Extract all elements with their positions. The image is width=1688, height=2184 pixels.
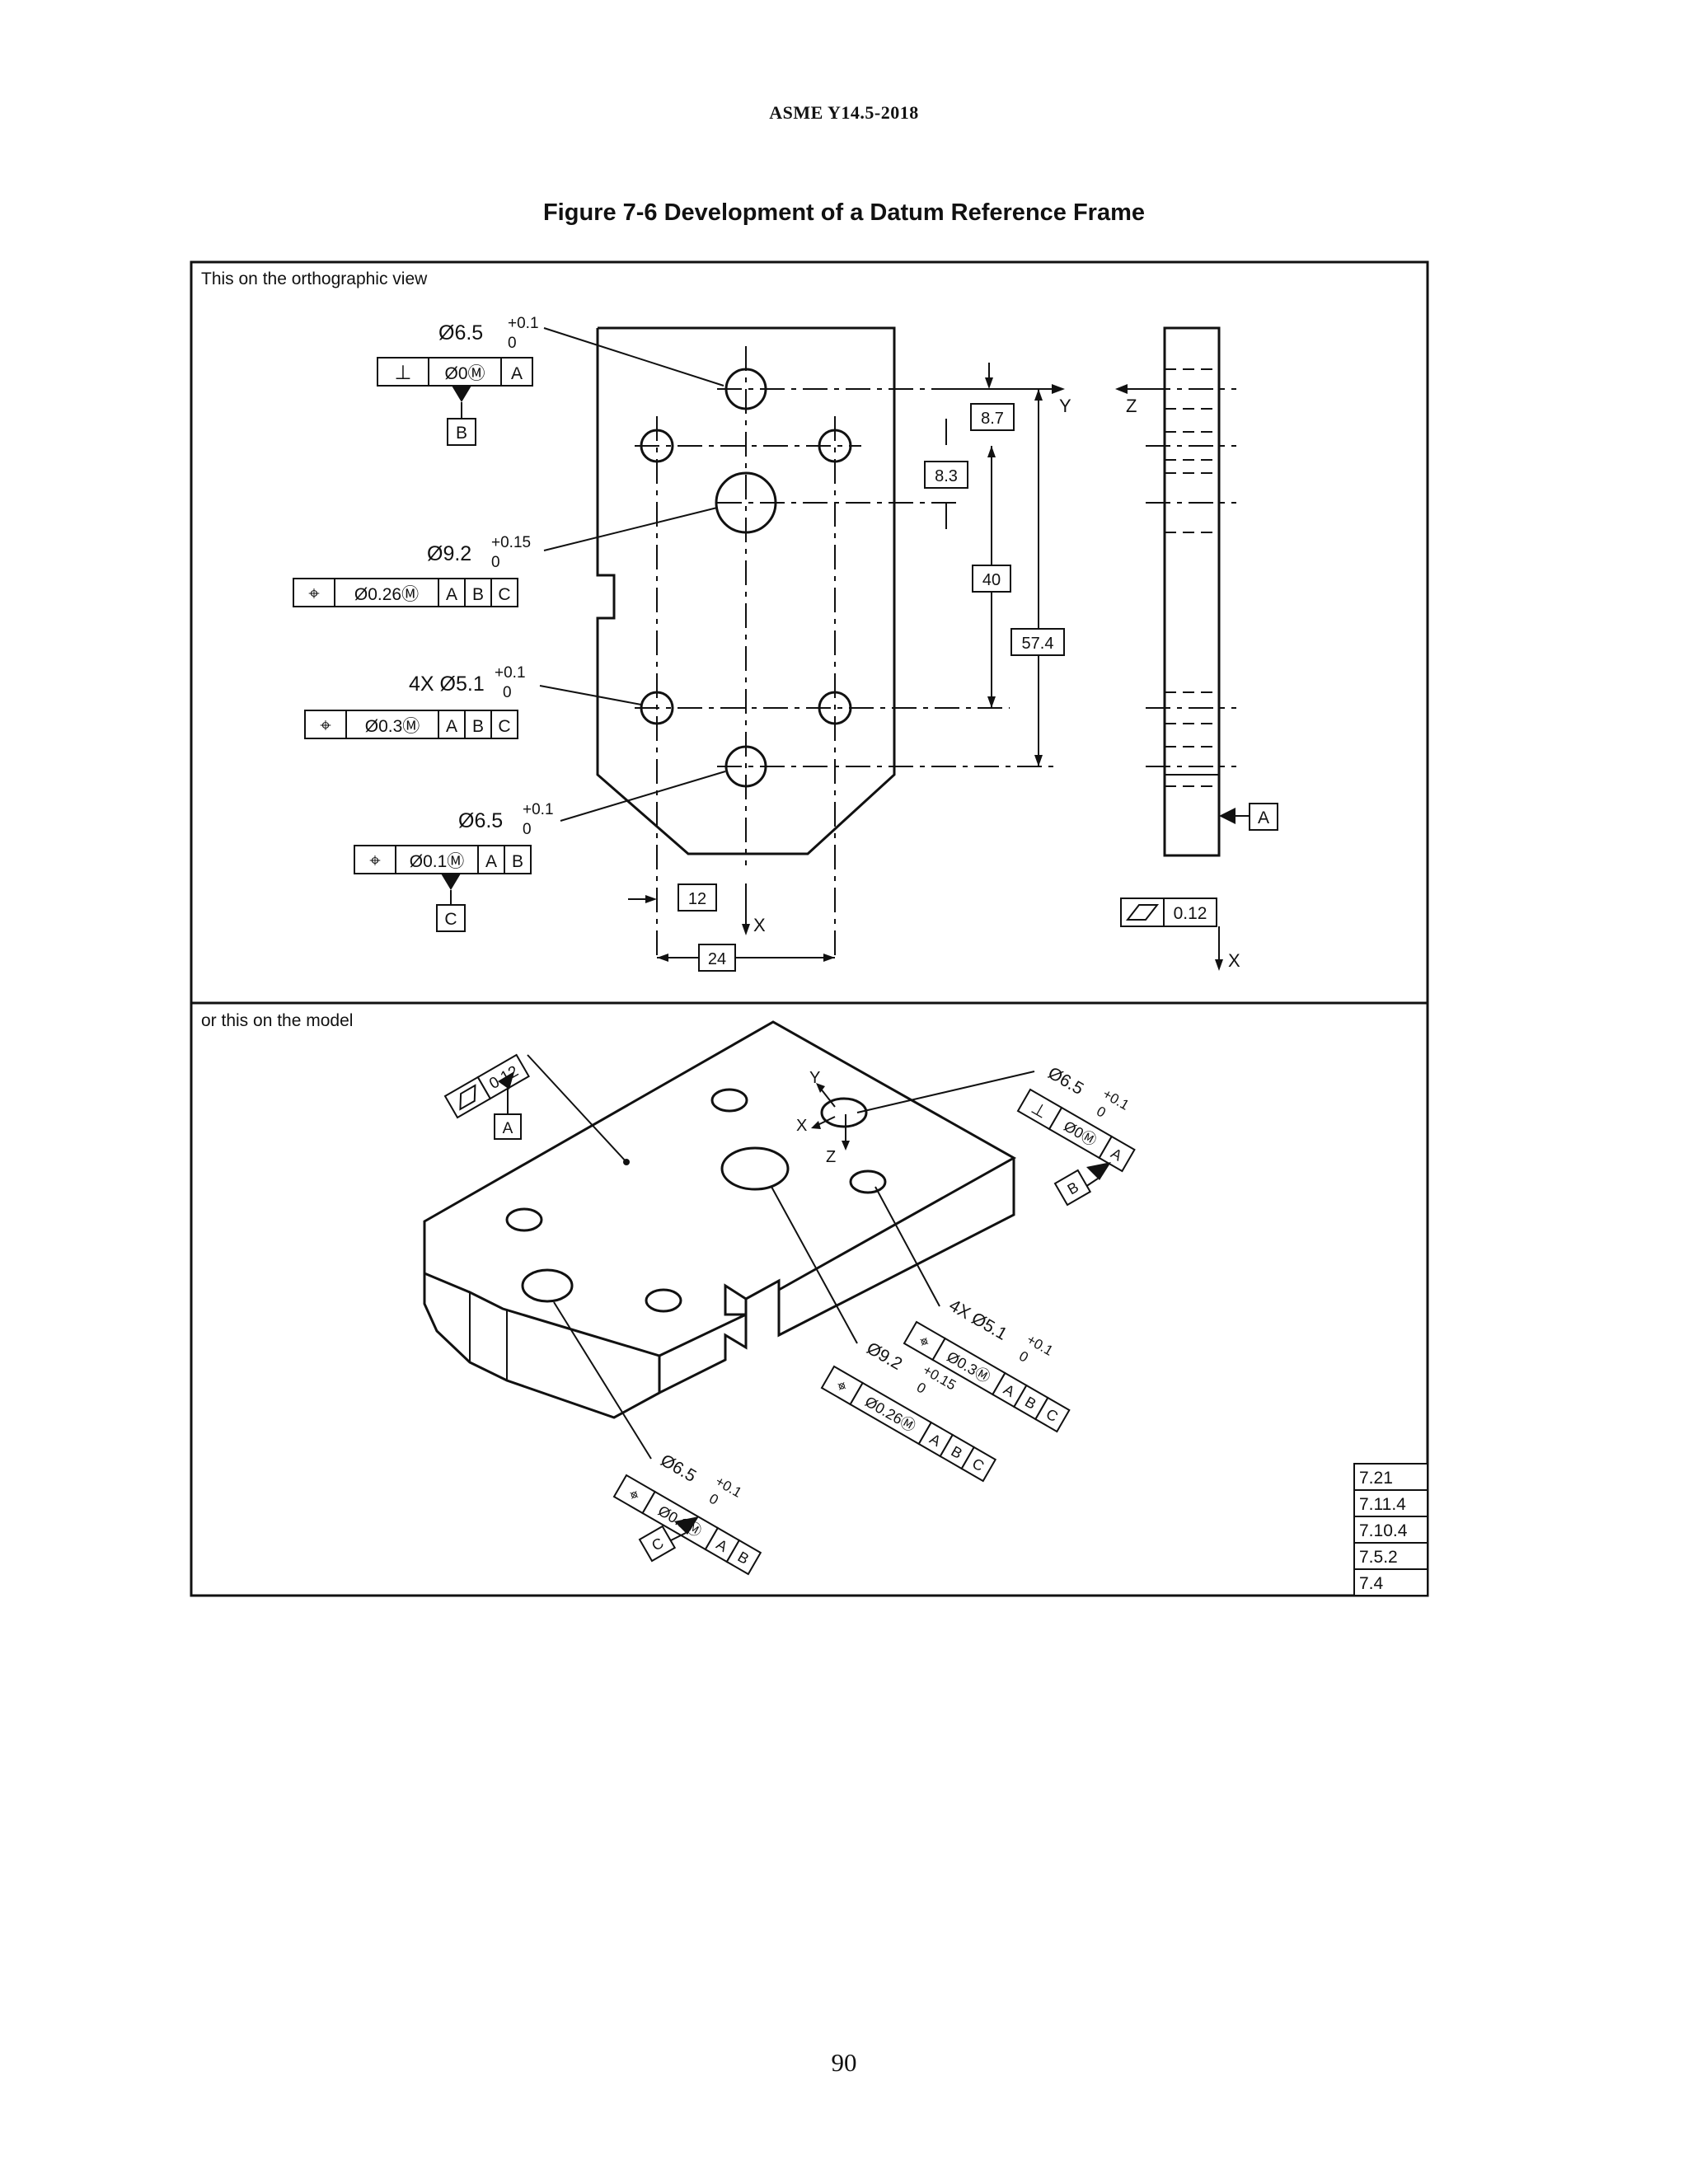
fcf-top-hole: ⊥ Ø0Ⓜ A: [377, 357, 533, 387]
ortho-mid-hole-size: Ø9.2: [427, 542, 471, 565]
reference-item: 7.5.2: [1359, 1548, 1398, 1567]
ortho-mid-hole-tol-upper: +0.15: [491, 534, 531, 551]
model-bottom-hole-tol-lower: 0: [706, 1491, 721, 1508]
ortho-top-hole-tol-upper: +0.1: [508, 315, 539, 332]
dim-8-3: 8.3: [935, 467, 958, 485]
fcf-mid-hole: ⌖ Ø0.26Ⓜ A B C: [293, 578, 518, 607]
ortho-datum-b: B: [456, 424, 467, 443]
dim-57-4: 57.4: [1022, 635, 1054, 653]
ortho-datum-c: C: [444, 910, 457, 929]
ortho-four-holes-size: 4X Ø5.1: [409, 673, 485, 696]
ortho-bottom-hole-tol-lower: 0: [523, 821, 532, 838]
model-fcf-mid-hole: ⌖ Ø0.26Ⓜ A B C: [820, 1365, 997, 1483]
fcf-mid-hole-datum-c: C: [498, 585, 510, 604]
ortho-holes: [640, 368, 852, 788]
fcf-four-holes-datum-c: C: [498, 717, 510, 736]
fcf-side-flatness: 0.12: [1120, 898, 1217, 927]
model-caption: or this on the model: [201, 1011, 353, 1030]
model-four-holes-size: 4X Ø5.1: [946, 1296, 1010, 1343]
reference-item: 7.11.4: [1359, 1495, 1406, 1514]
model-fcf-four-holes: ⌖ Ø0.3Ⓜ A B C: [903, 1320, 1071, 1433]
ortho-datum-a: A: [1258, 808, 1269, 827]
fcf-mid-hole-symbol: ⌖: [308, 583, 320, 605]
page-number: 90: [831, 2048, 857, 2077]
fcf-four-holes-datum-b: B: [472, 717, 484, 736]
model-x-axis-label: X: [796, 1117, 807, 1135]
ortho-bottom-hole-tol-upper: +0.1: [523, 801, 554, 818]
model-fcf-flatness: 0.12: [443, 1053, 530, 1119]
model-fcf-top-hole: ⊥ Ø0Ⓜ A: [1016, 1088, 1136, 1173]
plate-side-view: [1146, 326, 1236, 857]
model-holes: [505, 1088, 887, 1313]
model-top-hole-tol-lower: 0: [1094, 1104, 1109, 1121]
model-bottom-hole-size: Ø6.5: [658, 1451, 700, 1486]
reference-item: 7.10.4: [1359, 1521, 1408, 1540]
ortho-z-axis-label: Z: [1126, 396, 1137, 416]
model-mid-hole-size: Ø9.2: [864, 1338, 906, 1374]
figure-border: [190, 260, 1429, 1597]
ortho-flatness-value: 0.12: [1174, 904, 1207, 923]
plate-isometric-model: [423, 1020, 1017, 1419]
ortho-top-hole-size: Ø6.5: [438, 321, 483, 344]
model-mid-hole-tol-lower: 0: [914, 1380, 929, 1397]
fcf-four-holes: ⌖ Ø0.3Ⓜ A B C: [304, 710, 518, 739]
fcf-mid-hole-tolerance: Ø0.26Ⓜ: [354, 585, 419, 604]
model-four-holes-tol-lower: 0: [1016, 1348, 1031, 1366]
fcf-four-holes-tolerance: Ø0.3Ⓜ: [365, 717, 420, 736]
fcf-bottom-hole-datum-b: B: [512, 852, 523, 871]
fcf-top-hole-tolerance: Ø0Ⓜ: [444, 364, 485, 383]
dim-40: 40: [982, 571, 1001, 589]
ortho-side-x-axis-label: X: [1228, 950, 1240, 971]
model-datum-a: A: [503, 1120, 513, 1137]
ortho-x-axis-label: X: [753, 915, 766, 935]
dim-8-7: 8.7: [981, 410, 1004, 428]
fcf-top-hole-datum-a: A: [511, 364, 523, 383]
dim-12: 12: [688, 890, 706, 908]
fcf-four-holes-symbol: ⌖: [320, 715, 331, 737]
fcf-bottom-hole-datum-a: A: [485, 852, 497, 871]
model-top-hole-size: Ø6.5: [1045, 1063, 1087, 1099]
model-z-axis-label: Z: [826, 1148, 836, 1166]
ortho-caption: This on the orthographic view: [201, 269, 428, 288]
model-y-axis-label: Y: [809, 1069, 820, 1087]
reference-item: 7.4: [1359, 1574, 1384, 1593]
figure-title: Figure 7-6 Development of a Datum Refere…: [542, 199, 1146, 226]
references-table: 7.21 7.11.4 7.10.4 7.5.2 7.4: [1353, 1463, 1428, 1596]
fcf-mid-hole-datum-a: A: [446, 585, 457, 604]
ortho-mid-hole-tol-lower: 0: [491, 554, 500, 571]
fcf-four-holes-datum-a: A: [446, 717, 457, 736]
ortho-bottom-hole-size: Ø6.5: [458, 809, 503, 832]
plate-front-view: [596, 326, 1055, 960]
ortho-four-holes-tol-upper: +0.1: [495, 664, 526, 682]
dim-24: 24: [708, 950, 726, 968]
fcf-top-hole-symbol: ⊥: [395, 362, 412, 384]
fcf-mid-hole-datum-b: B: [472, 585, 484, 604]
reference-item: 7.21: [1359, 1469, 1393, 1488]
ortho-four-holes-tol-lower: 0: [503, 684, 512, 701]
flatness-icon: [1125, 904, 1160, 921]
fcf-bottom-hole-tolerance: Ø0.1Ⓜ: [410, 852, 465, 871]
model-fcf-bottom-hole: ⌖ Ø0.1Ⓜ A B: [612, 1474, 762, 1576]
fcf-bottom-hole-symbol: ⌖: [369, 850, 381, 872]
fcf-bottom-hole: ⌖ Ø0.1Ⓜ A B: [354, 845, 532, 874]
page-header: ASME Y14.5-2018: [769, 102, 919, 123]
ortho-top-hole-tol-lower: 0: [508, 335, 517, 352]
ortho-y-axis-label: Y: [1059, 396, 1071, 416]
